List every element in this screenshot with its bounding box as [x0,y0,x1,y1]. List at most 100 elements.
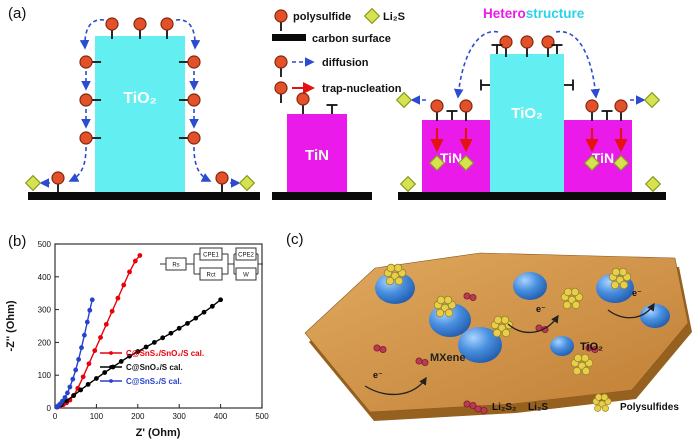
electron-label: e⁻ [536,304,546,314]
circuit-rct-box [199,267,223,281]
polysulfide-icon [160,17,174,40]
polysulfide-legend-icon [274,9,288,32]
series-marker-1 [193,315,199,321]
x-tick-label: 100 [90,412,104,421]
li2s-legend-icon [364,8,380,24]
series-marker-2 [60,398,65,404]
tin-block-middle [287,114,347,192]
series-marker-2 [67,384,73,390]
polysulfide-icon [296,92,310,115]
mxene-label: MXene [430,352,465,364]
carbon-surface-left [28,192,260,200]
electron-label: e⁻ [632,288,642,298]
series-marker-0 [137,253,143,258]
series-marker-0 [127,269,132,275]
series-marker-1 [209,303,215,309]
trap-site-icon [445,110,459,121]
heterostructure-title-part2: structure [526,6,585,21]
tio2-block-left-label: TiO₂ [123,90,156,107]
series-marker-0 [115,295,121,301]
x-tick-label: 300 [173,412,187,421]
polysulfides-legend-label: Polysulfides [620,402,679,413]
plot-frame [54,243,263,409]
polysulfide-icon [614,99,628,122]
y-tick-label: 100 [38,371,52,380]
polysulfide-icon [430,99,444,122]
circuit-rct-label: Rct [207,273,216,279]
panel-c-schematic: e⁻ e⁻ e⁻ MXene TiO₂ Li₂S₂ Li₂S Polysulfi… [304,252,692,421]
electron-label: e⁻ [373,370,383,380]
li2s-icon [400,176,416,192]
x-tick-label: 400 [214,412,228,421]
x-axis-label: Z' (Ohm) [136,427,181,439]
series-line-2 [56,299,93,408]
series-marker-0 [103,321,109,327]
series-marker-1 [218,297,224,303]
circuit-rs-box [165,257,187,271]
panel-a-schematic: TiO₂ polysulfide [25,6,666,200]
y-tick-label: 500 [38,240,52,249]
x-tick-label: 500 [255,412,269,421]
series-marker-0 [80,374,86,380]
series-marker-2 [65,390,70,396]
polysulfide-icon [520,35,534,58]
legend-polysulfide-label: polysulfide [293,11,351,23]
trap-site-icon [490,44,504,55]
legend-diffusion-label: diffusion [322,57,369,69]
y-tick-label: 300 [38,306,52,315]
x-tick-label: 200 [131,412,145,421]
trap-site-icon [563,78,574,92]
polysulfide-icon [133,17,147,40]
circuit-rs-label: Rs [172,263,179,269]
series-marker-2 [84,319,90,325]
series-marker-1 [135,349,141,354]
trap-site-icon [325,104,339,115]
series-marker-0 [98,335,103,340]
carbon-surface-right [398,192,666,200]
series-marker-0 [109,308,115,314]
tin-block-middle-label: TiN [305,147,329,164]
circuit-cpe1-label: CPE1 [203,253,219,259]
series-marker-2 [79,345,84,351]
series-marker-0 [132,258,138,264]
legend-label-0: C@SnS₂/SnO₂/S cal. [126,349,204,358]
series-marker-1 [176,325,182,331]
series-marker-2 [81,332,87,338]
panel-c-label: (c) [286,231,304,248]
panel-a-label: (a) [8,5,27,22]
series-marker-1 [185,320,190,326]
tio2-hetero-label: TiO₂ [511,105,542,122]
li2s-icon [645,176,661,192]
polysulfide-icon [51,171,65,194]
series-marker-0 [86,361,92,367]
series-marker-1 [78,387,84,393]
series-marker-0 [92,348,98,353]
series-marker-1 [94,376,99,381]
series-marker-1 [85,381,91,387]
tio2-block-hetero [490,54,564,192]
diffusion-arrows-left [39,19,241,188]
equivalent-circuit-inset: Rs CPE1 Rct CPE2 W [160,247,263,281]
legend-li2s-label: Li₂S [383,11,405,23]
circuit-cpe1-box [199,247,223,261]
legend-label-1: C@SnO₂/S cal. [126,363,183,372]
legend-label-2: C@SnS₂/S cal. [126,377,182,386]
trap-legend-icon [274,81,288,104]
circuit-cpe2-label: CPE2 [238,253,254,259]
y-tick-label: 200 [38,338,52,347]
tio2-block-left [95,36,185,192]
series-marker-0 [121,282,127,288]
legend-carbon-label: carbon surface [312,33,391,45]
series-marker-2 [87,307,93,313]
legend-trap-label: trap-nucleation [322,83,402,95]
series-marker-1 [71,393,77,398]
series-marker-1 [201,309,207,315]
polysulfide-icon [499,35,513,58]
polysulfide-icon [215,171,229,194]
series-marker-1 [160,335,166,341]
carbon-surface-middle [272,192,372,200]
polysulfide-icon [459,99,473,122]
y-axis-label: -Z'' (Ohm) [5,300,17,351]
series-marker-1 [151,340,157,345]
series-marker-1 [127,353,132,359]
